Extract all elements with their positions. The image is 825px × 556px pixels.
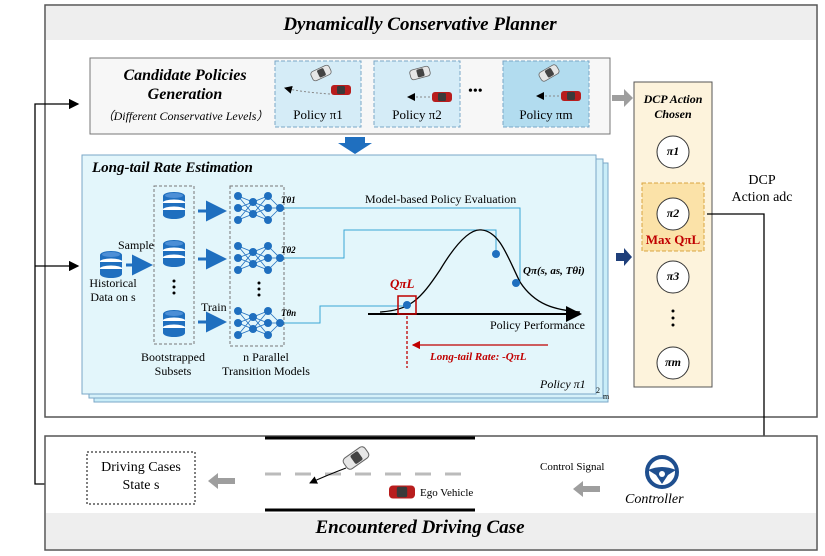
historical-data-label: Historical Data on s [89, 276, 137, 304]
model-label-2: Tθ2 [281, 245, 296, 255]
longtail-rate-label: Long-tail Rate: -QπL [430, 351, 527, 363]
steering-wheel-icon [645, 455, 679, 489]
dcp-action-label: DCP Action adc [731, 173, 793, 205]
control-signal-label: Control Signal [540, 461, 605, 473]
bootstrapped-label: Bootstrapped Subsets [141, 350, 205, 378]
controller-label: Controller [625, 492, 684, 507]
model-label-1: Tθ1 [281, 195, 296, 205]
ego-vehicle-label: Ego Vehicle [420, 487, 474, 499]
performance-label: Policy Performance [490, 318, 585, 332]
longtail-title: Long-tail Rate Estimation [92, 160, 253, 176]
driving-state-box: Driving Cases State s [101, 460, 181, 493]
q-function-label: Qπ(s, as, Tθi) [523, 265, 585, 277]
candidate-subtitle: （Different Conservative Levels） [101, 109, 269, 123]
policy-label-m: Policy πm [519, 107, 573, 122]
dcp-option-2: π2 [666, 206, 680, 220]
train-label: Train [201, 300, 227, 314]
policy-ellipsis: ••• [468, 84, 483, 99]
encounter-title: Encountered Driving Case [315, 517, 525, 538]
model-label-n: Tθn [281, 308, 297, 318]
dcp-title: DCP Action Chosen [643, 92, 703, 121]
policy-label-1: Policy π1 [293, 107, 343, 122]
max-q-label: Max QπL [645, 232, 701, 247]
stack-tag-2: 2 [596, 386, 600, 395]
q-left-label: QπL [390, 276, 415, 291]
policy-tag: Policy π1 [540, 377, 586, 391]
candidate-title: Candidate Policies Generation [123, 67, 247, 103]
dcp-option-1: π1 [666, 144, 680, 158]
dcp-option-3: π3 [666, 269, 680, 283]
dcp-option-m: πm [665, 355, 681, 369]
planner-title: Dynamically Conservative Planner [283, 14, 557, 35]
transition-models-label: n Parallel Transition Models [222, 350, 310, 378]
sample-label: Sample [118, 238, 154, 252]
stack-tag-m: m [603, 392, 610, 401]
evaluation-label: Model-based Policy Evaluation [365, 192, 517, 206]
policy-label-2: Policy π2 [392, 107, 442, 122]
